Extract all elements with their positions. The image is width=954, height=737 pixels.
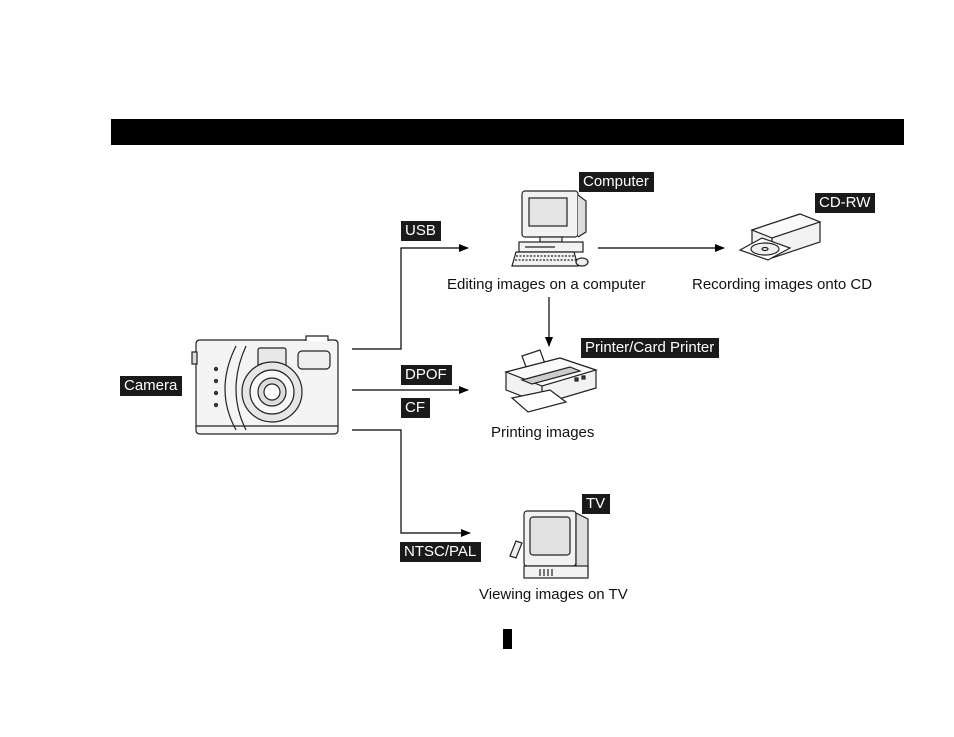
cd-rw-drive-icon [740, 214, 820, 260]
page-marker [503, 629, 512, 649]
tv-caption: Viewing images on TV [479, 586, 628, 603]
tv-connector [352, 430, 470, 533]
cf-tag: CF [401, 398, 430, 418]
usb-tag: USB [401, 221, 441, 241]
computer-icon [512, 191, 588, 266]
computer-caption: Editing images on a computer [447, 276, 645, 293]
cd-rw-caption: Recording images onto CD [692, 276, 872, 293]
cd-rw-tag: CD-RW [815, 193, 875, 213]
printer-caption: Printing images [491, 424, 594, 441]
tv-tag: TV [582, 494, 610, 514]
printer-icon [506, 350, 596, 412]
ntsc-pal-tag: NTSC/PAL [400, 542, 481, 562]
camera-tag: Camera [120, 376, 182, 396]
tv-icon [510, 511, 588, 578]
camera-icon [192, 336, 338, 434]
printer-tag: Printer/Card Printer [581, 338, 719, 358]
computer-tag: Computer [579, 172, 654, 192]
usb-connector [352, 248, 468, 349]
dpof-tag: DPOF [401, 365, 452, 385]
